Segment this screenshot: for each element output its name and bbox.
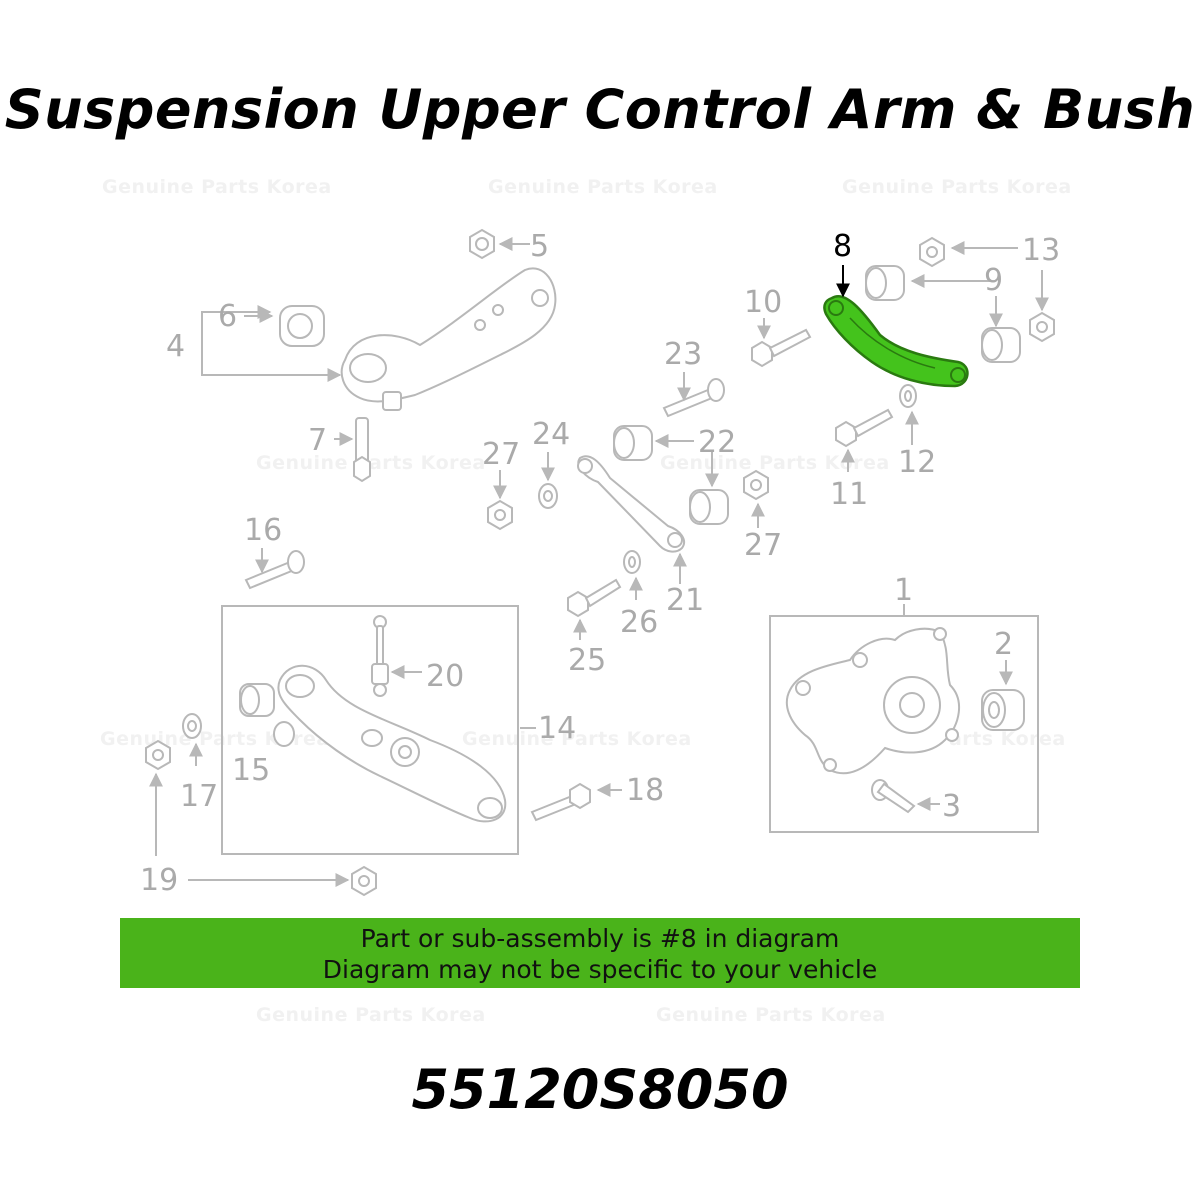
bush-22-upper xyxy=(613,425,653,461)
callout-27b: 27 xyxy=(744,528,782,563)
bolt-16 xyxy=(244,550,305,590)
callout-11: 11 xyxy=(830,477,868,512)
trailing-arm xyxy=(340,267,557,411)
part-number: 55120S8050 xyxy=(411,1058,789,1121)
bush-15 xyxy=(239,683,275,717)
callout-22: 22 xyxy=(698,425,736,460)
callout-24: 24 xyxy=(532,417,570,452)
nut-27-right xyxy=(743,469,769,501)
nut-5 xyxy=(469,228,495,260)
watermark: Genuine Parts Korea xyxy=(656,1004,886,1026)
callout-4: 4 xyxy=(166,329,185,364)
nut-19-upper xyxy=(145,739,171,771)
watermark: Genuine Parts Korea xyxy=(256,1004,486,1026)
callout-1: 1 xyxy=(894,573,913,608)
callout-13: 13 xyxy=(1022,233,1060,268)
callout-7: 7 xyxy=(308,423,327,458)
bolt-10 xyxy=(751,328,812,368)
watermark: Genuine Parts Korea xyxy=(488,176,718,198)
washer-24 xyxy=(538,483,558,509)
callout-8: 8 xyxy=(833,229,852,264)
callout-14: 14 xyxy=(538,711,576,746)
callout-20: 20 xyxy=(426,659,464,694)
nut-19-lower xyxy=(351,865,377,897)
nut-27-left xyxy=(487,499,513,531)
callout-16: 16 xyxy=(244,513,282,548)
callout-12: 12 xyxy=(898,445,936,480)
lower-arm-box xyxy=(221,605,519,855)
callout-6: 6 xyxy=(218,299,237,334)
watermark: Genuine Parts Korea xyxy=(842,176,1072,198)
lateral-link-21 xyxy=(577,455,686,553)
callout-9: 9 xyxy=(984,263,1003,298)
bush-22-lower xyxy=(689,489,729,525)
callout-21: 21 xyxy=(666,583,704,618)
callout-19: 19 xyxy=(140,863,178,898)
bolt-7 xyxy=(353,417,371,483)
bolt-18 xyxy=(530,782,591,822)
washer-17 xyxy=(182,713,202,739)
washer-26 xyxy=(623,550,641,574)
callout-15: 15 xyxy=(232,753,270,788)
bolt-25 xyxy=(567,578,622,618)
watermark: Genuine Parts Korea xyxy=(462,728,692,750)
stabilizer-link-20 xyxy=(371,615,389,697)
callout-2: 2 xyxy=(994,627,1013,662)
bush-15-small xyxy=(273,721,295,747)
callout-5: 5 xyxy=(530,229,549,264)
bush-6 xyxy=(279,305,325,347)
callout-26: 26 xyxy=(620,605,658,640)
callout-17: 17 xyxy=(180,779,218,814)
notice-line-1: Part or sub-assembly is #8 in diagram xyxy=(360,924,840,953)
knuckle-1 xyxy=(785,627,961,775)
nut-13-lower xyxy=(1029,311,1055,343)
nut-13-upper xyxy=(919,236,945,268)
bush-9-upper xyxy=(865,265,905,301)
washer-12 xyxy=(899,384,917,408)
bolt-23 xyxy=(662,378,725,418)
callout-25: 25 xyxy=(568,643,606,678)
callout-10: 10 xyxy=(744,285,782,320)
bush-9-lower xyxy=(981,327,1021,363)
callout-18: 18 xyxy=(626,773,664,808)
watermark: Genuine Parts Korea xyxy=(102,176,332,198)
watermark: Genuine Parts Korea xyxy=(660,452,890,474)
page-title: Suspension Upper Control Arm & Bush xyxy=(4,78,1196,141)
bolt-11 xyxy=(835,408,894,448)
callout-23: 23 xyxy=(664,337,702,372)
upper-control-arm-8 xyxy=(823,295,969,388)
lower-arm-14 xyxy=(277,664,507,823)
bush-2 xyxy=(981,689,1025,731)
notice-banner: Part or sub-assembly is #8 in diagram Di… xyxy=(120,918,1080,988)
callout-3: 3 xyxy=(942,789,961,824)
callout-27a: 27 xyxy=(482,437,520,472)
bolt-3 xyxy=(871,779,916,814)
notice-line-2: Diagram may not be specific to your vehi… xyxy=(322,955,878,984)
